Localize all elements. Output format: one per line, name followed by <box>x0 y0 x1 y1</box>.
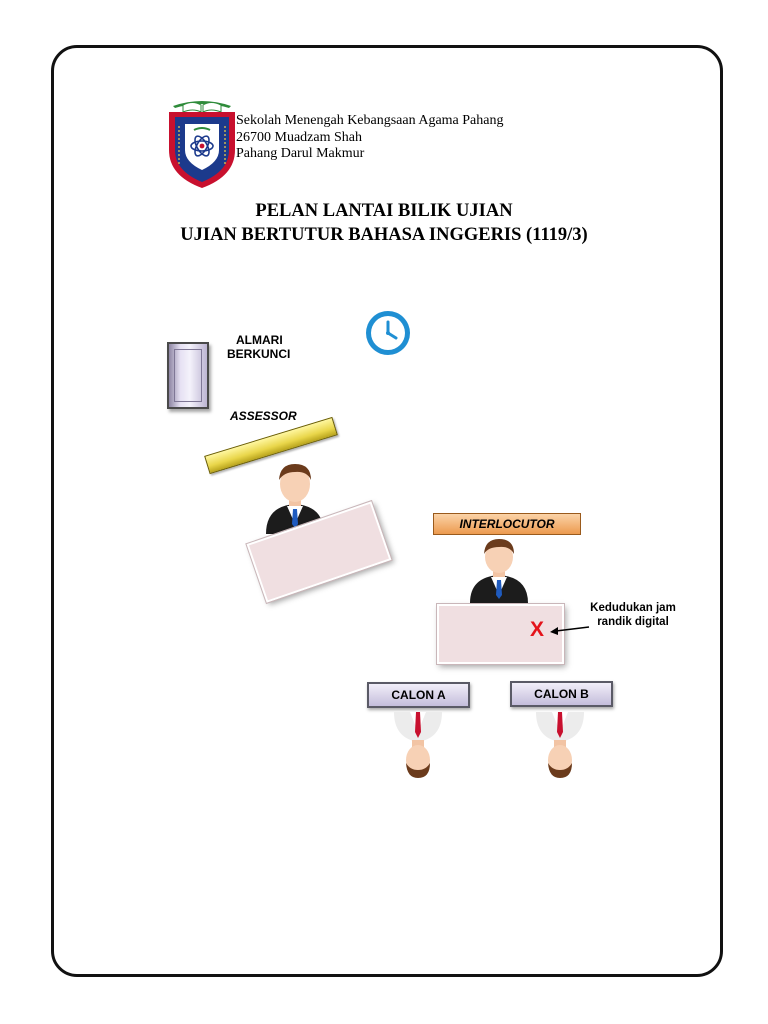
interlocutor-label: INTERLOCUTOR <box>433 513 581 535</box>
page-title: PELAN LANTAI BILIK UJIAN <box>255 201 513 221</box>
school-name: Sekolah Menengah Kebangsaan Agama Pahang <box>236 113 504 128</box>
arrow-left-icon <box>550 626 590 635</box>
clock-note-line2: randik digital <box>597 616 669 628</box>
clock-note-line1: Kedudukan jam <box>590 602 676 614</box>
cupboard-label-line1: ALMARI <box>236 333 283 347</box>
candidate-b-label: CALON B <box>510 681 613 707</box>
locked-cupboard <box>167 342 209 409</box>
school-state: Pahang Darul Makmur <box>236 146 365 161</box>
page-frame <box>51 45 723 977</box>
page-subtitle: UJIAN BERTUTUR BAHASA INGGERIS (1119/3) <box>180 225 588 245</box>
candidate-a-person-icon <box>394 712 442 778</box>
clock-position-marker: X <box>530 618 545 641</box>
clock-icon <box>366 311 410 355</box>
candidate-a-label: CALON A <box>367 682 470 708</box>
cupboard-label-line2: BERKUNCI <box>227 347 291 361</box>
school-postcode-city: 26700 Muadzam Shah <box>236 129 362 145</box>
school-crest-logo <box>169 101 235 188</box>
assessor-label: ASSESSOR <box>230 409 297 423</box>
interlocutor-person-icon <box>470 539 528 603</box>
candidate-b-person-icon <box>536 712 584 778</box>
interlocutor-table <box>436 603 565 665</box>
